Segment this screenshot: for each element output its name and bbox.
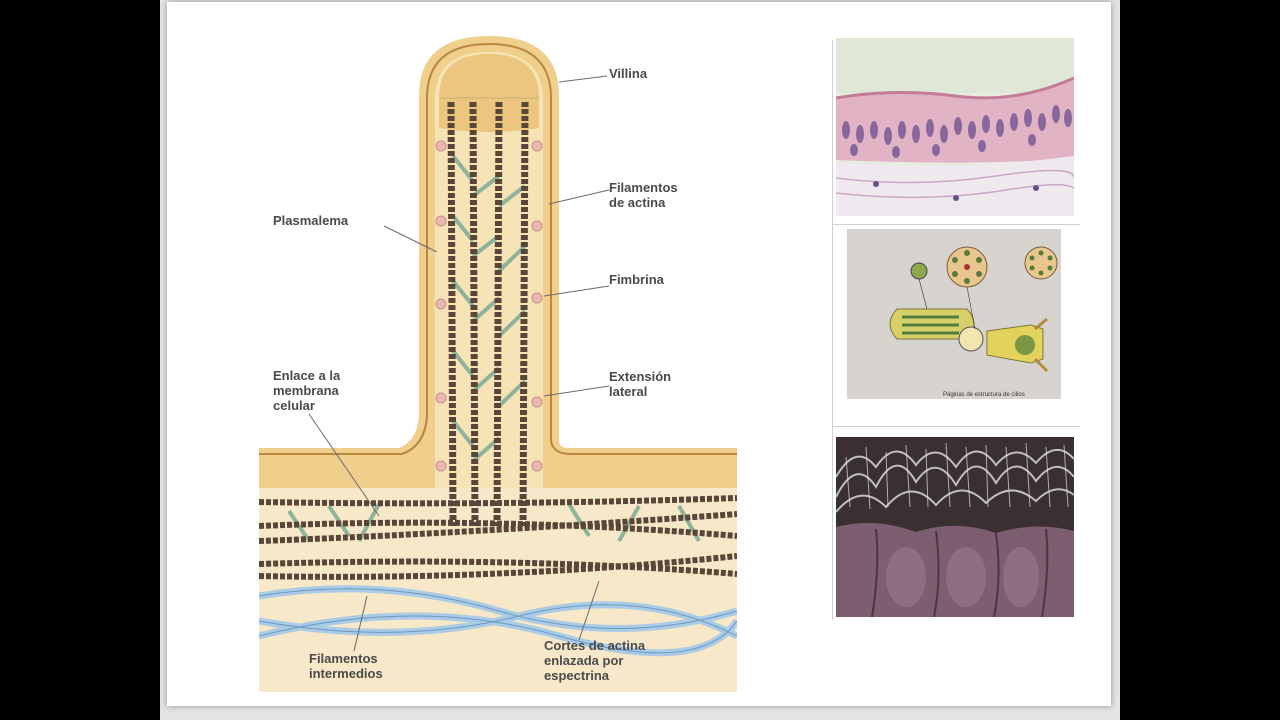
label-plasmalema: Plasmalema bbox=[273, 213, 349, 228]
label-filamentos-intermedios: Filamentos intermedios bbox=[309, 651, 383, 681]
fimbrina-dots bbox=[435, 140, 543, 472]
slide-background: Villina Filamentos de actina Plasmalema … bbox=[160, 0, 1120, 720]
actin-bundles bbox=[447, 101, 529, 527]
row-divider-2 bbox=[832, 426, 1080, 427]
terminal-web-actin bbox=[259, 495, 737, 580]
label-villina: Villina bbox=[609, 66, 648, 81]
epithelium-micrograph bbox=[836, 38, 1074, 216]
plasmalema-line bbox=[259, 42, 737, 455]
label-filamentos-actina: Filamentos de actina bbox=[609, 180, 678, 210]
microvillus-illustration bbox=[259, 36, 737, 692]
microvillus-core bbox=[435, 52, 543, 488]
sem-micrograph bbox=[836, 437, 1074, 617]
row-divider-1 bbox=[832, 224, 1080, 225]
terminal-web-links bbox=[287, 502, 701, 543]
flagellum-caption: Páginas de estructura de cilios bbox=[943, 392, 1025, 398]
leader-lines bbox=[308, 75, 610, 652]
column-divider bbox=[832, 40, 833, 620]
slide-card: Villina Filamentos de actina Plasmalema … bbox=[167, 2, 1111, 706]
label-enlace-membrana: Enlace a la membrana celular bbox=[273, 368, 341, 413]
sem-micrograph-icon bbox=[836, 437, 1074, 617]
villina-cap bbox=[439, 54, 539, 132]
microvillus-diagram: Villina Filamentos de actina Plasmalema … bbox=[259, 36, 737, 692]
label-extension-lateral: Extensión lateral bbox=[609, 369, 672, 399]
flagellum-diagram-photo: Páginas de estructura de cilios bbox=[847, 229, 1061, 399]
cilia-structure-drawing-icon bbox=[847, 229, 1061, 399]
label-cortes-actina: Cortes de actina enlazada por espectrina bbox=[544, 638, 646, 683]
label-fimbrina: Fimbrina bbox=[609, 272, 664, 287]
histology-micrograph-icon bbox=[836, 38, 1074, 216]
